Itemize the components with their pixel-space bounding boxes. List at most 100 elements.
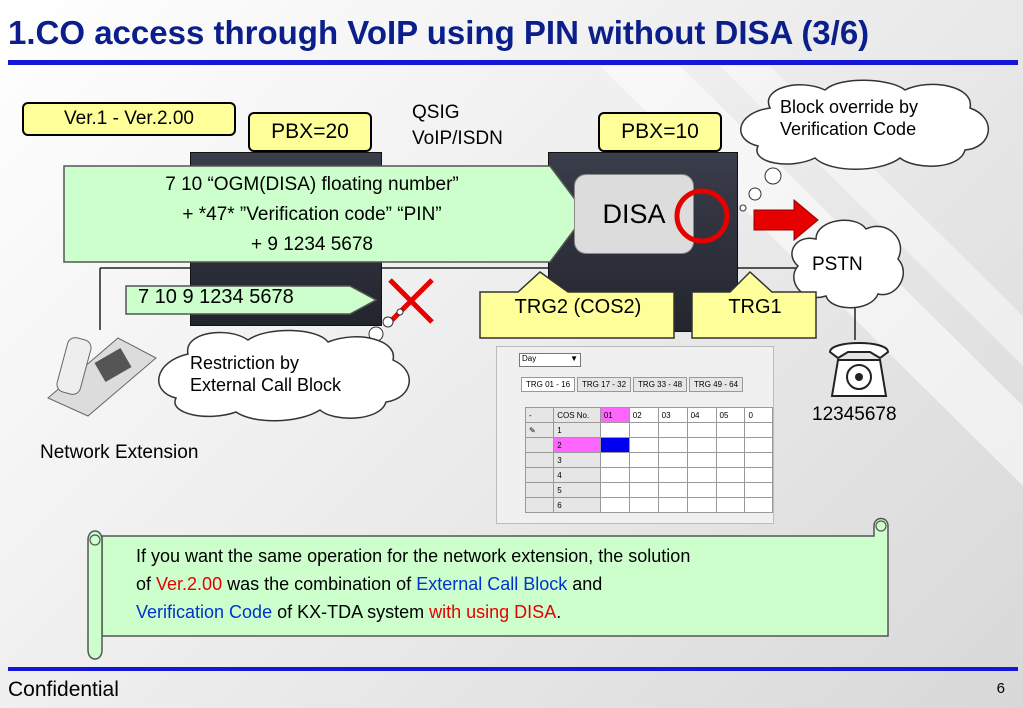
link-label: QSIG VoIP/ISDN bbox=[412, 100, 503, 152]
dial-sequence-arrow bbox=[63, 165, 587, 263]
dial-sequence-text: 7 10 “OGM(DISA) floating number” + *47* … bbox=[62, 170, 562, 260]
grid-cell[interactable] bbox=[686, 452, 717, 468]
grid-cell[interactable] bbox=[657, 467, 688, 483]
disa-box: DISA bbox=[574, 174, 694, 254]
grid-header-dash: - bbox=[524, 407, 555, 423]
chevron-down-icon: ▼ bbox=[570, 354, 578, 363]
grid-cell[interactable] bbox=[657, 422, 688, 438]
direct-dial-arrow bbox=[125, 285, 378, 315]
dial-line-1: 7 10 “OGM(DISA) floating number” bbox=[165, 174, 459, 195]
tab-trg-33-48[interactable]: TRG 33 - 48 bbox=[633, 377, 688, 392]
grid-cell[interactable] bbox=[657, 437, 688, 453]
note-line-2: of Ver.2.00 was the combination of Exter… bbox=[136, 570, 881, 598]
grid-cell[interactable] bbox=[744, 452, 773, 468]
page-number: 6 bbox=[996, 680, 1005, 697]
grid-cell[interactable] bbox=[686, 482, 717, 498]
grid-cell[interactable] bbox=[657, 452, 688, 468]
dial-line-2: + *47* ”Verification code” “PIN” bbox=[182, 204, 442, 225]
pbx-right-label: PBX=10 bbox=[598, 112, 722, 152]
grid-row-marker bbox=[524, 437, 555, 453]
restriction-text: Restriction by External Call Block bbox=[190, 352, 341, 396]
pstn-cloud bbox=[791, 219, 904, 309]
pstn-label: PSTN bbox=[812, 254, 863, 275]
grid-cell[interactable] bbox=[744, 497, 773, 513]
grid-header-cos: COS No. bbox=[553, 407, 601, 423]
pbx-left-label: PBX=20 bbox=[248, 112, 372, 152]
grid-cell[interactable] bbox=[715, 437, 746, 453]
link-label-voip: VoIP/ISDN bbox=[412, 128, 503, 149]
page-title: 1.CO access through VoIP using PIN witho… bbox=[8, 14, 870, 51]
grid-col-06: 0 bbox=[744, 407, 773, 423]
grid-cell[interactable] bbox=[715, 467, 746, 483]
note-text-fragment: of bbox=[136, 574, 157, 594]
grid-cell[interactable] bbox=[715, 452, 746, 468]
note-verification-code: Verification Code bbox=[136, 602, 273, 622]
grid-cell[interactable] bbox=[686, 497, 717, 513]
grid-row-label: 6 bbox=[553, 497, 601, 513]
grid-cell[interactable] bbox=[628, 452, 659, 468]
grid-cell[interactable] bbox=[715, 422, 746, 438]
grid-cell[interactable] bbox=[628, 497, 659, 513]
grid-col-01: 01 bbox=[599, 407, 630, 423]
grid-col-05: 05 bbox=[715, 407, 746, 423]
direct-dial-text: 7 10 9 1234 5678 bbox=[138, 286, 294, 308]
grid-cell[interactable] bbox=[599, 482, 630, 498]
grid-cell[interactable] bbox=[686, 467, 717, 483]
block-override-line-2: Verification Code bbox=[780, 119, 917, 139]
block-override-cloud bbox=[740, 79, 989, 170]
note-text-fragment: . bbox=[556, 602, 562, 622]
grid-cell[interactable] bbox=[657, 497, 688, 513]
tab-trg-01-16[interactable]: TRG 01 - 16 bbox=[521, 377, 576, 392]
grid-cell[interactable] bbox=[628, 437, 659, 453]
day-mode-select[interactable]: Day ▼ bbox=[519, 353, 581, 367]
grid-cell[interactable] bbox=[744, 482, 773, 498]
note-text-fragment: and bbox=[567, 574, 603, 594]
telephone-icon bbox=[828, 342, 890, 397]
grid-cell[interactable] bbox=[744, 467, 773, 483]
thought-bubbles-right bbox=[739, 167, 782, 212]
grid-cell[interactable] bbox=[628, 482, 659, 498]
phone-number: 12345678 bbox=[812, 404, 897, 425]
link-label-qsig: QSIG bbox=[412, 102, 460, 123]
note-text-fragment: was the combination of bbox=[222, 574, 417, 594]
note-line-3: Verification Code of KX-TDA system with … bbox=[136, 598, 881, 626]
grid-col-02: 02 bbox=[628, 407, 659, 423]
grid-row-label: 2 bbox=[553, 437, 601, 453]
footer-confidential: Confidential bbox=[8, 678, 119, 701]
block-override-line-1: Block override by bbox=[780, 97, 919, 117]
grid-cell[interactable] bbox=[628, 422, 659, 438]
grid-row-marker bbox=[524, 497, 555, 513]
grid-col-04: 04 bbox=[686, 407, 717, 423]
trg1-callout-shape bbox=[691, 270, 817, 339]
restriction-line-1: Restriction by bbox=[190, 353, 300, 373]
note-scroll bbox=[87, 517, 889, 660]
grid-row-label: 5 bbox=[553, 482, 601, 498]
grid-cell[interactable] bbox=[744, 437, 773, 453]
grid-row-marker bbox=[524, 482, 555, 498]
grid-cell[interactable] bbox=[715, 497, 746, 513]
grid-row-label: 3 bbox=[553, 452, 601, 468]
tab-trg-49-64[interactable]: TRG 49 - 64 bbox=[689, 377, 744, 392]
grid-cell-selected[interactable] bbox=[599, 437, 630, 453]
grid-cell[interactable] bbox=[715, 482, 746, 498]
grid-cell[interactable] bbox=[599, 497, 630, 513]
tab-trg-17-32[interactable]: TRG 17 - 32 bbox=[577, 377, 632, 392]
grid-cell[interactable] bbox=[657, 482, 688, 498]
note-external-call-block: External Call Block bbox=[416, 574, 568, 594]
note-with-disa: with using DISA bbox=[429, 602, 557, 622]
grid-cell[interactable] bbox=[686, 437, 717, 453]
title-rule bbox=[8, 60, 1018, 65]
grid-cell[interactable] bbox=[744, 422, 773, 438]
grid-cell[interactable] bbox=[686, 422, 717, 438]
grid-cell[interactable] bbox=[599, 452, 630, 468]
trg2-callout-shape bbox=[479, 271, 675, 339]
grid-cell[interactable] bbox=[599, 467, 630, 483]
version-badge: Ver.1 - Ver.2.00 bbox=[22, 102, 236, 136]
grid-cell[interactable] bbox=[628, 467, 659, 483]
restriction-line-2: External Call Block bbox=[190, 375, 342, 395]
day-mode-value: Day bbox=[522, 354, 537, 363]
trg2-label: TRG2 (COS2) bbox=[514, 296, 642, 318]
footer-rule bbox=[8, 667, 1018, 671]
grid-cell[interactable] bbox=[599, 422, 630, 438]
trg-tab-bar: TRG 01 - 16 TRG 17 - 32 TRG 33 - 48 TRG … bbox=[521, 377, 745, 392]
